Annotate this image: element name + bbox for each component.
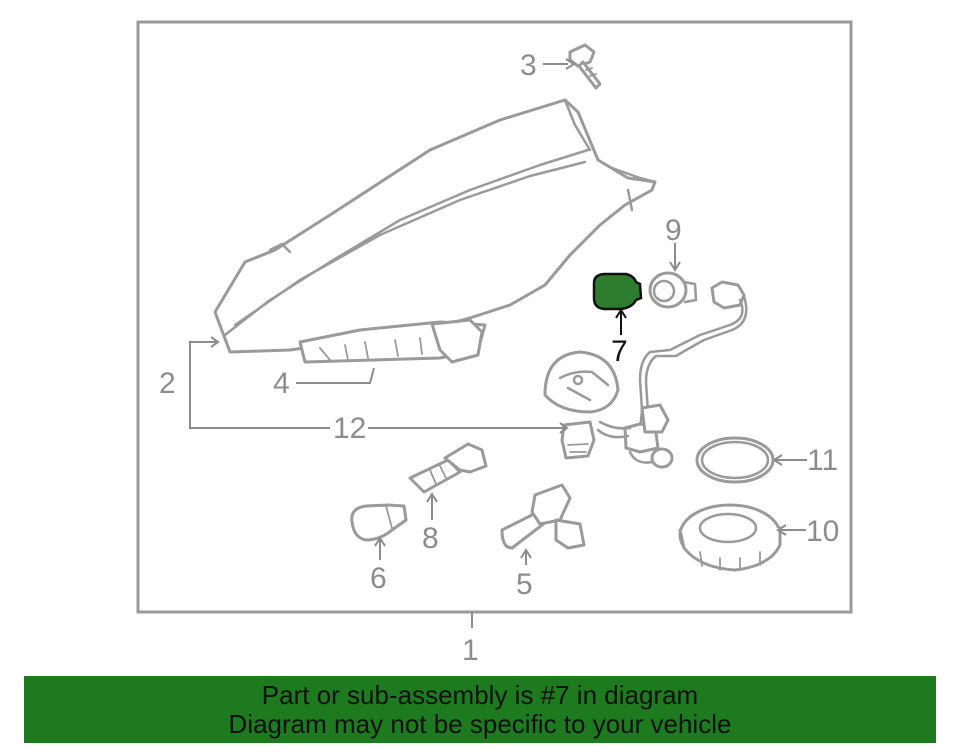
callout-7[interactable]: 7 xyxy=(611,335,628,368)
bulb-part-5 xyxy=(500,483,586,550)
bulb-cap xyxy=(543,350,620,414)
callout-6: 6 xyxy=(370,562,387,595)
bulb-part-7-highlighted[interactable] xyxy=(592,272,643,311)
callout-12: 12 xyxy=(333,412,366,445)
callout-9: 9 xyxy=(665,214,682,247)
banner-line-2: Diagram may not be specific to your vehi… xyxy=(228,708,732,739)
callout-8: 8 xyxy=(422,522,439,555)
socket-part-9 xyxy=(648,271,746,310)
callout-4: 4 xyxy=(273,367,290,400)
info-banner: Part or sub-assembly is #7 in diagram Di… xyxy=(24,676,936,743)
diagram-frame xyxy=(136,20,853,614)
bulb-part-8 xyxy=(408,442,488,494)
callout-10: 10 xyxy=(806,515,839,548)
socket-part-12 xyxy=(560,420,596,460)
banner-line-1: Part or sub-assembly is #7 in diagram xyxy=(261,679,699,710)
callout-5: 5 xyxy=(516,568,533,601)
callout-2: 2 xyxy=(159,367,176,400)
callout-1: 1 xyxy=(462,634,479,667)
callout-11: 11 xyxy=(807,444,838,477)
callout-3: 3 xyxy=(520,49,537,82)
headlamp-housing xyxy=(213,98,657,364)
cover-cap-part-10 xyxy=(678,503,782,572)
leader-lines xyxy=(189,58,807,628)
bulb-part-6 xyxy=(350,503,408,542)
wiring-harness xyxy=(596,294,748,469)
screw-part-3 xyxy=(568,43,602,90)
seal-ring-part-11 xyxy=(695,436,775,484)
